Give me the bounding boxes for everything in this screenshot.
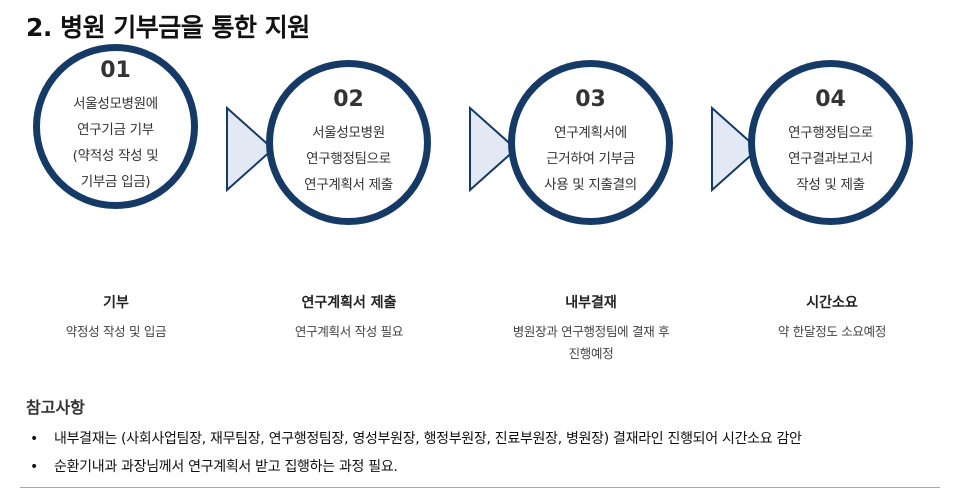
list-item: • 내부결재는 (사회사업팀장, 재무팀장, 연구행정팀장, 영성부원장, 행정부… (30, 425, 802, 453)
note-text: 내부결재는 (사회사업팀장, 재무팀장, 연구행정팀장, 영성부원장, 행정부원… (54, 431, 802, 447)
step-text-line: 연구행정팀으로 (788, 125, 873, 141)
step-text-line: 작성 및 제출 (796, 177, 865, 193)
step-text-line: 연구기금 기부 (77, 122, 154, 138)
step-circle-4: 04 연구행정팀으로 연구결과보고서 작성 및 제출 (748, 60, 913, 225)
step-label-desc: 약 한달정도 소요예정 (777, 324, 887, 339)
step-number: 04 (815, 87, 846, 112)
list-item: • 순환기내과 과장님께서 연구계획서 받고 집행하는 과정 필요. (30, 453, 802, 481)
step-label-heading: 내부결재 (565, 295, 617, 311)
notes-list: • 내부결재는 (사회사업팀장, 재무팀장, 연구행정팀장, 영성부원장, 행정부… (30, 425, 802, 481)
step-text-line: 연구행정팀으로 (306, 151, 391, 167)
note-text: 순환기내과 과장님께서 연구계획서 받고 집행하는 과정 필요. (54, 459, 398, 475)
arrow-icon-2 (469, 106, 518, 192)
step-number: 01 (100, 58, 131, 83)
step-text-line: (약적성 작성 및 (72, 148, 159, 164)
step-label-desc: 연구계획서 작성 필요 (294, 324, 404, 339)
notes-heading: 참고사항 (26, 398, 85, 417)
step-circle-2: 02 서울성모병원 연구행정팀으로 연구계획서 제출 (266, 60, 431, 225)
bullet-icon: • (30, 431, 38, 447)
step-text-line: 기부금 입금) (80, 174, 151, 190)
step-number: 03 (575, 87, 606, 112)
step-text-line: 서울성모병원에 (73, 96, 158, 112)
step-label-desc: 진행예정 (568, 346, 614, 361)
step-label-heading: 연구계획서 제출 (301, 295, 397, 311)
bullet-icon: • (30, 459, 38, 475)
step-label-desc: 약정성 작성 및 입금 (65, 324, 167, 339)
page-title: 2. 병원 기부금을 통한 지원 (26, 13, 310, 42)
arrow-icon-3 (711, 106, 760, 192)
divider (20, 487, 940, 488)
step-text-line: 연구결과보고서 (788, 151, 873, 167)
step-label-2: 연구계획서 제출 연구계획서 작성 필요 (244, 292, 454, 343)
step-label-1: 기부 약정성 작성 및 입금 (11, 292, 221, 343)
step-text-line: 사용 및 지출결의 (544, 177, 637, 193)
step-label-3: 내부결재 병원장과 연구행정팀에 결재 후 진행예정 (486, 292, 696, 365)
arrow-icon-1 (226, 106, 275, 192)
step-text-line: 연구계획서에 (554, 125, 627, 141)
step-number: 02 (333, 87, 364, 112)
step-label-heading: 기부 (103, 295, 129, 311)
step-label-heading: 시간소요 (806, 295, 858, 311)
step-text-line: 서울성모병원 (312, 125, 385, 141)
step-circle-1: 01 서울성모병원에 연구기금 기부 (약적성 작성 및 기부금 입금) (33, 44, 198, 209)
step-label-4: 시간소요 약 한달정도 소요예정 (727, 292, 937, 343)
step-label-desc: 병원장과 연구행정팀에 결재 후 (512, 324, 670, 339)
step-text-line: 연구계획서 제출 (304, 177, 393, 193)
step-circle-3: 03 연구계획서에 근거하여 기부금 사용 및 지출결의 (508, 60, 673, 225)
step-text-line: 근거하여 기부금 (546, 151, 635, 167)
